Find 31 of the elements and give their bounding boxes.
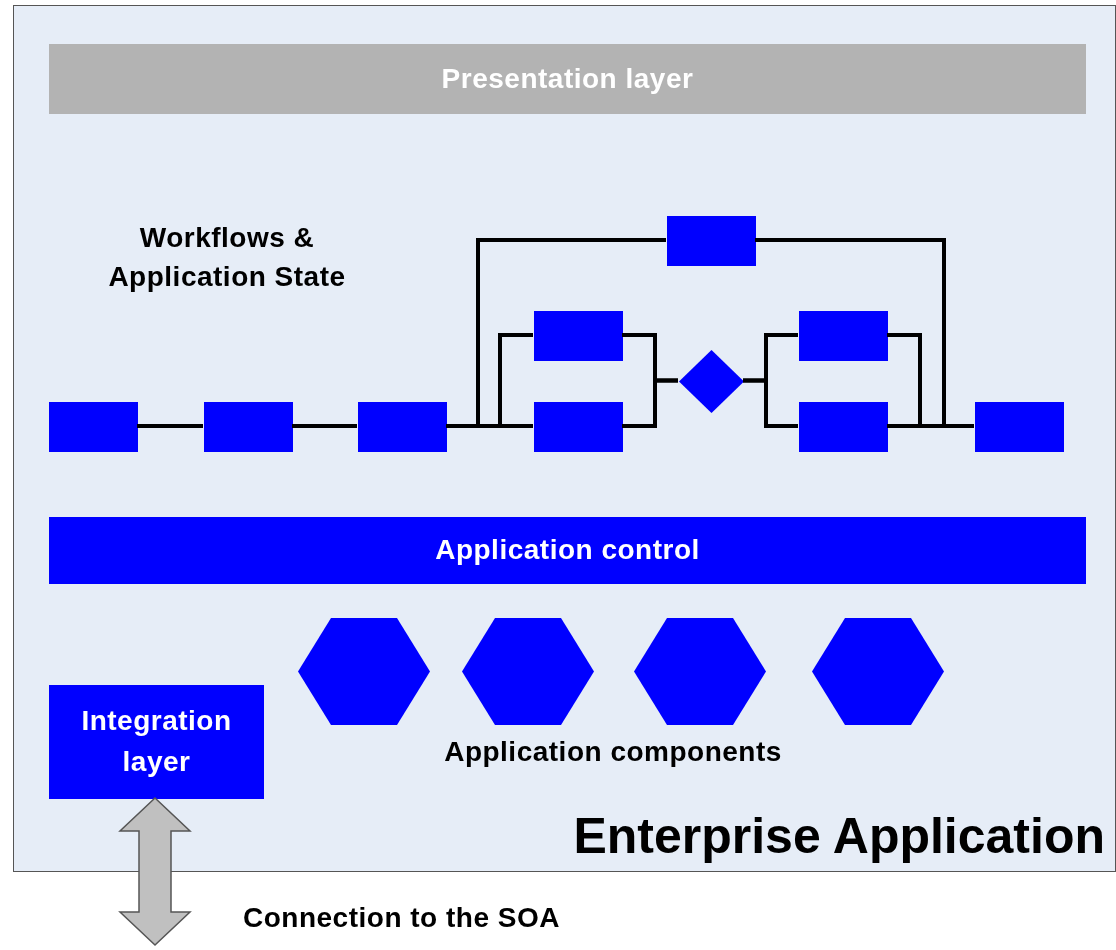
connector-line [622,378,678,428]
component-hexagon [812,618,944,725]
connector-line [137,424,203,428]
process-box [49,402,138,452]
connector-line [755,238,974,428]
component-hexagon [462,618,594,725]
double-block-arrow [118,796,192,947]
connector-line [292,424,357,428]
component-hexagon [634,618,766,725]
layer-title: Integration layer [80,704,233,779]
process-box [799,402,888,452]
process-box [799,311,888,361]
connector-line [743,378,798,428]
component-hexagon [298,618,430,725]
text-label: Application components [443,735,783,769]
process-box [667,216,756,266]
process-box [975,402,1064,452]
frame-label: Enterprise Application [573,807,1105,865]
decision-diamond [679,350,744,413]
layer-bar [49,44,1086,114]
process-box [358,402,447,452]
text-label: Connection to the SOA [243,901,561,935]
layer-bar [49,685,264,799]
layer-title: Application control [435,533,700,568]
process-box [204,402,293,452]
layer-title: Presentation layer [441,61,694,96]
process-box [534,311,623,361]
layer-bar [49,517,1086,584]
application-frame [13,5,1116,872]
text-label: Workflows & Application State [107,221,347,295]
process-box [534,402,623,452]
